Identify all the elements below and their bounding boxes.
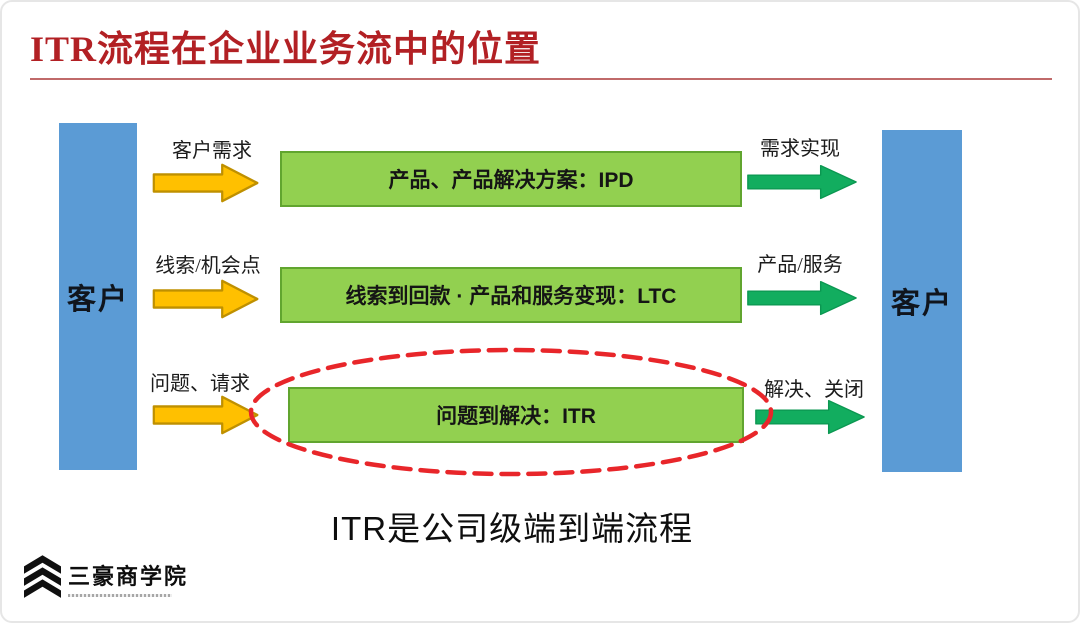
logo: 三豪商学院 [24, 554, 188, 601]
output-label-itr: 解决、关闭 [764, 379, 864, 401]
chevrons-icon [24, 554, 61, 601]
customer-label-left: 客户 [66, 283, 129, 316]
green-arrow-icon-ipd [746, 163, 858, 201]
yellow-arrow-icon-ltc [152, 278, 260, 320]
input-label-ltc: 线索/机会点 [155, 255, 261, 277]
footnote-text: ITR是公司级端到端流程 [330, 510, 694, 547]
title-underline [30, 78, 1052, 80]
green-arrow-icon-ltc [746, 279, 858, 317]
customer-box-right: 客户 [882, 130, 962, 472]
yellow-arrow-icon-ipd [152, 162, 260, 204]
yellow-arrow-icon-itr [152, 394, 260, 436]
logo-name: 三豪商学院 [68, 564, 189, 589]
process-bar-ipd-label: 产品、产品解决方案：IPD [388, 169, 634, 192]
input-label-ipd: 客户需求 [172, 140, 252, 162]
logo-subtext-line [68, 594, 172, 597]
customer-label-right: 客户 [890, 288, 953, 320]
green-arrow-icon-itr [754, 398, 866, 436]
process-bar-itr: 问题到解决：ITR [288, 387, 744, 443]
page-title: ITR流程在企业业务流中的位置 [30, 29, 542, 69]
customer-box-left: 客户 [59, 123, 137, 470]
output-label-ltc: 产品/服务 [757, 254, 843, 276]
process-bar-ltc: 线索到回款 · 产品和服务变现：LTC [280, 267, 742, 323]
input-label-itr: 问题、请求 [150, 373, 250, 395]
process-bar-itr-label: 问题到解决：ITR [436, 405, 596, 428]
process-bar-ltc-label: 线索到回款 · 产品和服务变现：LTC [345, 285, 677, 308]
output-label-ipd: 需求实现 [760, 138, 840, 160]
process-bar-ipd: 产品、产品解决方案：IPD [280, 151, 742, 207]
